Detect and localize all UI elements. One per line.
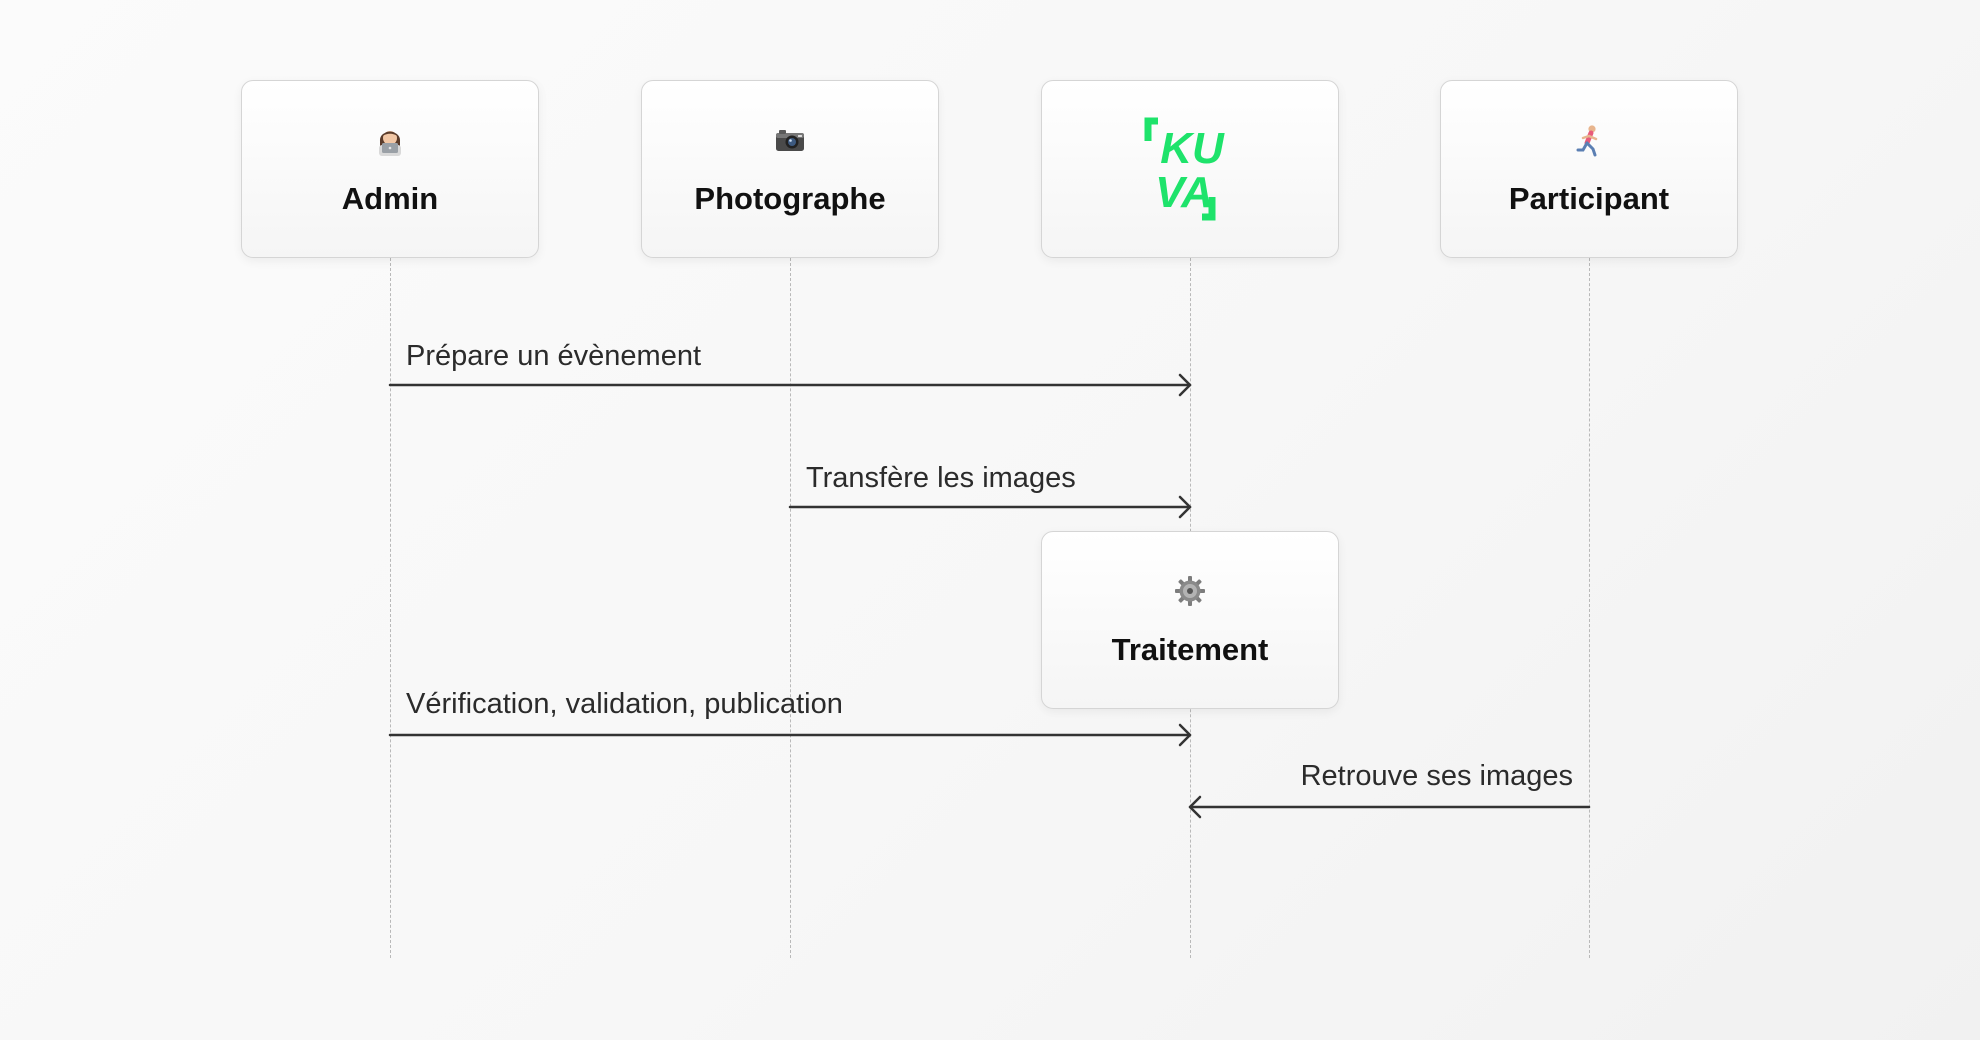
actor-admin: Admin: [241, 80, 539, 258]
message-arrow-verification: [388, 723, 1192, 747]
lifeline-admin: [390, 258, 391, 958]
message-label-transfere: Transfère les images: [806, 462, 1076, 494]
message-arrow-transfere: [788, 495, 1192, 519]
activation-traitement: Traitement: [1041, 531, 1339, 709]
camera-icon: [776, 130, 804, 151]
activation-name-traitement: Traitement: [1111, 632, 1269, 667]
kuva-logo: KU VA: [1144, 117, 1225, 221]
actor-participant: Participant: [1440, 80, 1738, 258]
lifeline-photographe: [790, 258, 791, 958]
message-label-verification: Vérification, validation, publication: [406, 688, 843, 720]
actor-name-photographe: Photographe: [694, 181, 886, 216]
gear-icon: [1175, 576, 1205, 606]
actor-photographe: Photographe: [641, 80, 939, 258]
kuva-logo-text-top: KU: [1160, 124, 1225, 173]
actor-name-admin: Admin: [341, 181, 439, 216]
actor-kuva: KU VA: [1041, 80, 1339, 258]
kuva-logo-text-bottom: VA: [1155, 168, 1213, 217]
person-running-icon: [1576, 125, 1598, 157]
woman-technologist-icon: [379, 131, 401, 156]
lifeline-participant: [1589, 258, 1590, 958]
message-label-prepare: Prépare un évènement: [406, 340, 702, 372]
message-arrow-retrouve: [1188, 795, 1591, 819]
actor-name-participant: Participant: [1508, 181, 1670, 216]
message-label-retrouve: Retrouve ses images: [1300, 760, 1573, 792]
message-arrow-prepare: [388, 373, 1192, 397]
